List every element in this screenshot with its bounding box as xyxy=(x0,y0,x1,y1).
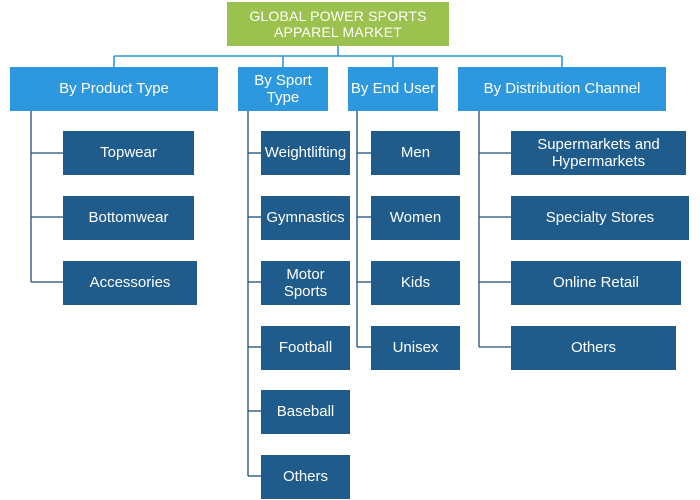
leaf-label: Kids xyxy=(400,274,431,292)
leaf-label: Men xyxy=(400,144,431,162)
root-node: GLOBAL POWER SPORTS APPAREL MARKET xyxy=(227,2,449,46)
leaf-topwear: Topwear xyxy=(63,131,194,175)
leaf-gymnastics: Gymnastics xyxy=(261,196,350,240)
leaf-label: Motor Sports xyxy=(283,265,328,300)
leaf-supermarkets: Supermarkets and Hypermarkets xyxy=(511,131,686,175)
category-end-user: By End User xyxy=(348,67,438,111)
leaf-men: Men xyxy=(371,131,460,175)
category-distribution-channel: By Distribution Channel xyxy=(458,67,666,111)
leaf-unisex: Unisex xyxy=(371,326,460,370)
leaf-label: Bottomwear xyxy=(88,209,169,227)
leaf-sport-others: Others xyxy=(261,455,350,499)
leaf-label: Specialty Stores xyxy=(545,209,655,227)
leaf-label: Others xyxy=(282,468,328,486)
leaf-label: Football xyxy=(278,339,333,357)
category-label: By Product Type xyxy=(59,80,169,98)
leaf-motor-sports: Motor Sports xyxy=(261,261,350,305)
leaf-baseball: Baseball xyxy=(261,390,350,434)
leaf-women: Women xyxy=(371,196,460,240)
leaf-label: Accessories xyxy=(89,274,171,292)
leaf-label: Weightlifting xyxy=(264,144,347,162)
category-label: By Sport Type xyxy=(254,71,312,106)
category-sport-type: By Sport Type xyxy=(238,67,328,111)
leaf-kids: Kids xyxy=(371,261,460,305)
leaf-label: Unisex xyxy=(392,339,439,357)
category-label: By Distribution Channel xyxy=(483,80,641,98)
leaf-label: Gymnastics xyxy=(266,209,345,227)
leaf-channel-others: Others xyxy=(511,326,676,370)
leaf-bottomwear: Bottomwear xyxy=(63,196,194,240)
leaf-weightlifting: Weightlifting xyxy=(261,131,350,175)
leaf-label: Baseball xyxy=(276,403,335,421)
category-product-type: By Product Type xyxy=(10,67,218,111)
leaf-football: Football xyxy=(261,326,350,370)
root-label: GLOBAL POWER SPORTS APPAREL MARKET xyxy=(249,7,427,40)
leaf-label: Others xyxy=(570,339,616,357)
leaf-label: Online Retail xyxy=(553,274,639,292)
leaf-accessories: Accessories xyxy=(63,261,197,305)
leaf-label: Topwear xyxy=(100,144,157,162)
leaf-label: Supermarkets and Hypermarkets xyxy=(537,135,660,170)
leaf-online-retail: Online Retail xyxy=(511,261,681,305)
category-label: By End User xyxy=(350,80,436,98)
leaf-label: Women xyxy=(389,209,442,227)
leaf-specialty-stores: Specialty Stores xyxy=(511,196,689,240)
